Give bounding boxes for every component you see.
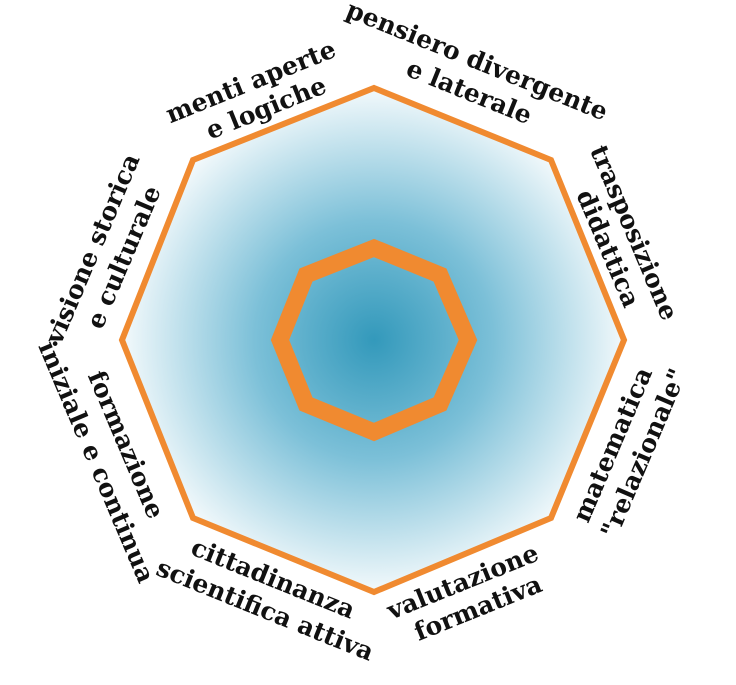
inner-octagon <box>270 238 478 442</box>
outer-octagon <box>118 84 628 596</box>
